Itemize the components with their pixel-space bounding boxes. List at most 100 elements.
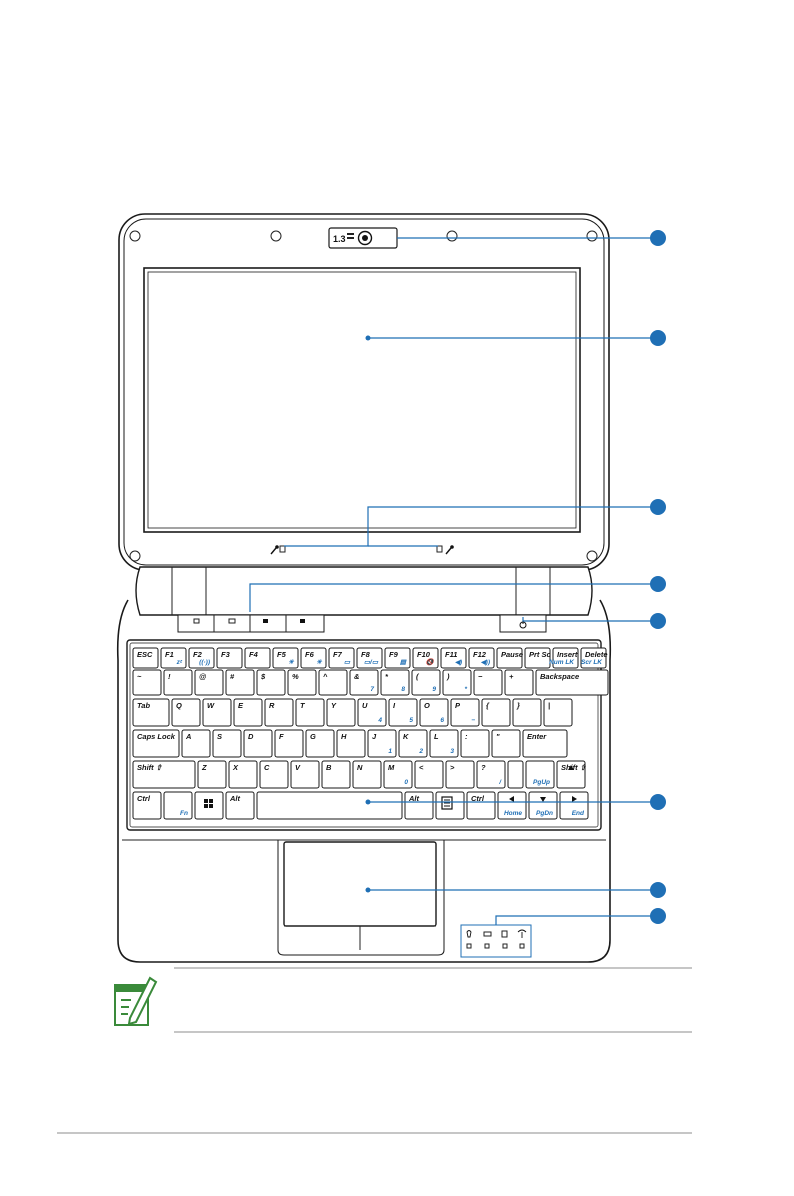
key-label: * — [385, 672, 389, 681]
keyboard-key[interactable] — [132, 698, 170, 727]
keyboard-key[interactable] — [264, 698, 294, 727]
keyboard-key[interactable] — [132, 669, 162, 696]
keyboard-key[interactable] — [528, 791, 558, 820]
keyboard-key[interactable] — [256, 791, 403, 820]
keyboard-key[interactable] — [356, 647, 383, 669]
keyboard-key[interactable] — [556, 760, 586, 789]
keyboard-key[interactable] — [504, 669, 534, 696]
keyboard-key[interactable] — [491, 729, 521, 758]
keyboard-key[interactable] — [188, 647, 215, 669]
keyboard-key[interactable] — [481, 698, 511, 727]
key-label: : — [465, 732, 468, 741]
touchpad[interactable] — [283, 841, 437, 927]
keyboard-key[interactable] — [244, 647, 271, 669]
keyboard-key[interactable] — [497, 791, 527, 820]
webcam-text-mark — [347, 233, 354, 235]
keyboard-key[interactable] — [326, 698, 356, 727]
keyboard-key[interactable] — [132, 791, 162, 820]
keyboard-key[interactable] — [225, 791, 255, 820]
keyboard-key[interactable] — [466, 791, 496, 820]
keyboard-key[interactable] — [233, 698, 263, 727]
keyboard-key[interactable] — [197, 760, 227, 789]
keyboard-key[interactable] — [388, 698, 418, 727]
keyboard-key[interactable] — [225, 669, 255, 696]
keyboard-key[interactable] — [163, 669, 193, 696]
keyboard-key[interactable] — [181, 729, 211, 758]
key-secondary-label: 5 — [409, 717, 413, 724]
keyboard-key[interactable] — [524, 647, 551, 669]
screw-hole — [586, 550, 598, 562]
arrow-down-icon — [540, 797, 546, 802]
keyboard-key[interactable] — [349, 669, 379, 696]
keyboard-key[interactable] — [445, 760, 475, 789]
keyboard-key[interactable] — [357, 698, 387, 727]
keyboard-key[interactable] — [419, 698, 449, 727]
key-label: F7 — [333, 650, 343, 659]
keyboard-key[interactable] — [460, 729, 490, 758]
keyboard-key[interactable] — [580, 647, 607, 669]
keyboard-key[interactable] — [256, 669, 286, 696]
keyboard-key[interactable] — [442, 669, 472, 696]
keyboard-key[interactable] — [328, 647, 355, 669]
key-label: O — [424, 701, 430, 710]
key-label: Y — [331, 701, 337, 710]
key-label: Caps Lock — [137, 732, 176, 741]
keyboard-key[interactable] — [274, 729, 304, 758]
keyboard-key[interactable] — [163, 791, 193, 820]
keyboard-key[interactable] — [543, 698, 573, 727]
keyboard-key[interactable] — [295, 698, 325, 727]
keyboard-key[interactable] — [300, 647, 327, 669]
keyboard-key[interactable] — [132, 729, 180, 758]
keyboard-key[interactable] — [287, 669, 317, 696]
keyboard-key[interactable] — [132, 760, 196, 789]
keyboard-key[interactable] — [383, 760, 413, 789]
keyboard-key[interactable] — [450, 698, 480, 727]
keyboard-key[interactable] — [367, 729, 397, 758]
key-label: Backspace — [540, 672, 579, 681]
keyboard-key[interactable] — [228, 760, 258, 789]
key-label: # — [230, 672, 235, 681]
keyboard-key[interactable] — [473, 669, 503, 696]
keyboard-key[interactable] — [321, 760, 351, 789]
key-secondary-label: PgDn — [536, 810, 553, 817]
keyboard-key[interactable] — [318, 669, 348, 696]
keyboard-key[interactable] — [243, 729, 273, 758]
keyboard-key[interactable] — [398, 729, 428, 758]
keyboard-key[interactable] — [216, 647, 243, 669]
keyboard-key[interactable] — [404, 791, 434, 820]
keyboard-key[interactable] — [552, 647, 579, 669]
keyboard-key[interactable] — [535, 669, 609, 696]
keyboard-key[interactable] — [259, 760, 289, 789]
keyboard-key[interactable] — [440, 647, 467, 669]
keyboard-key[interactable] — [525, 760, 555, 789]
keyboard-key[interactable] — [507, 760, 524, 789]
keyboard-key[interactable] — [496, 647, 523, 669]
keyboard-key[interactable] — [476, 760, 506, 789]
keyboard-key[interactable] — [429, 729, 459, 758]
keyboard-key[interactable] — [194, 669, 224, 696]
keyboard-key[interactable] — [132, 647, 159, 669]
display-inner — [147, 271, 577, 529]
keyboard-key[interactable] — [290, 760, 320, 789]
keyboard-key[interactable] — [212, 729, 242, 758]
keyboard-key[interactable] — [352, 760, 382, 789]
key-secondary-label: − — [471, 717, 475, 724]
keyboard-key[interactable] — [411, 669, 441, 696]
keyboard-key[interactable] — [380, 669, 410, 696]
keyboard-key[interactable] — [171, 698, 201, 727]
keyboard-key[interactable] — [160, 647, 187, 669]
keyboard-key[interactable] — [336, 729, 366, 758]
keyboard-key[interactable] — [468, 647, 495, 669]
keyboard-key[interactable] — [272, 647, 299, 669]
key-label: " — [496, 732, 500, 741]
lid-inner-frame — [123, 218, 605, 566]
keyboard-key[interactable] — [384, 647, 411, 669]
key-label: R — [269, 701, 275, 710]
keyboard-key[interactable] — [412, 647, 439, 669]
keyboard-key[interactable] — [202, 698, 232, 727]
keyboard-key[interactable] — [305, 729, 335, 758]
keyboard-key[interactable] — [559, 791, 589, 820]
keyboard-key[interactable] — [414, 760, 444, 789]
keyboard-key[interactable] — [512, 698, 542, 727]
keyboard-key[interactable] — [522, 729, 568, 758]
